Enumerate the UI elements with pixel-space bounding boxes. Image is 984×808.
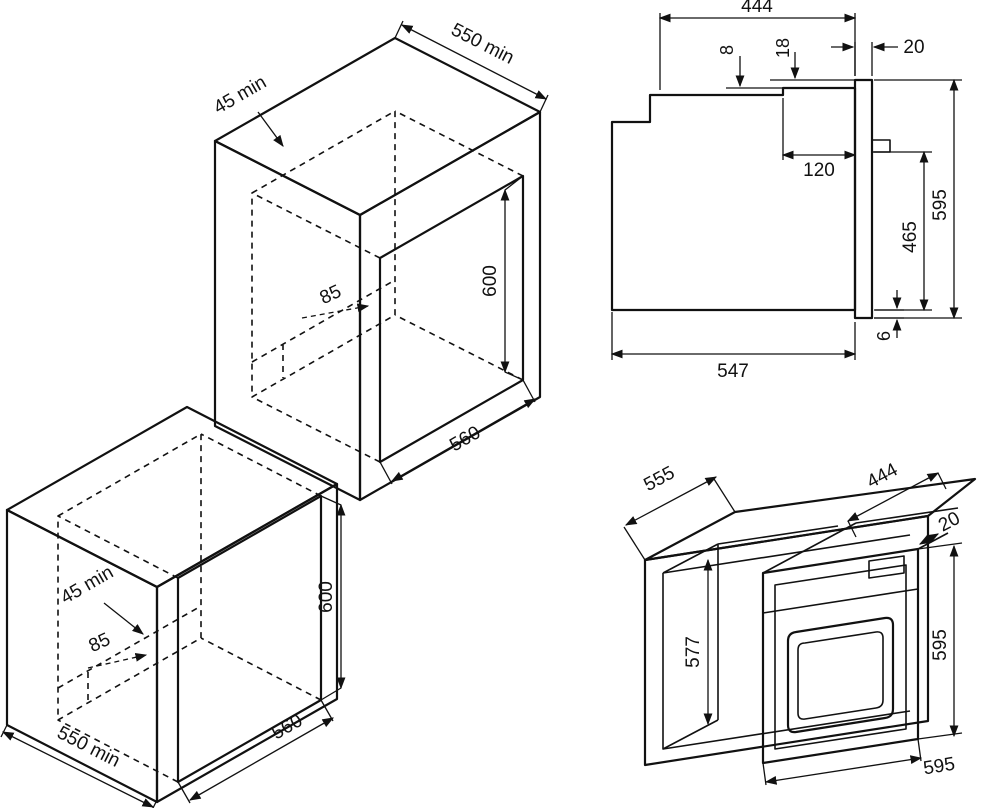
insert-577-label: 577 <box>683 636 704 668</box>
base-width-label: 560 <box>268 710 306 744</box>
insert-cabinet-interior <box>662 525 839 750</box>
insert-555-dim-line <box>624 476 718 526</box>
column-notch-label: 85 <box>317 281 345 309</box>
column-top-face <box>213 36 542 217</box>
side-20-label: 20 <box>903 37 924 58</box>
side-8-label: 8 <box>717 45 737 55</box>
oven-side-view-drawing: 444 8 18 20 120 465 595 547 6 <box>610 0 962 382</box>
oven-insert-view-drawing: 555 444 20 595 577 595 <box>623 459 977 786</box>
base-rear-gap-arrow <box>103 602 144 635</box>
insert-444-dim-line <box>846 472 940 522</box>
column-height-ext-lines <box>504 175 524 381</box>
side-465-label: 465 <box>900 221 921 253</box>
base-height-label: 600 <box>316 581 337 613</box>
insert-oven-display <box>868 555 905 579</box>
side-120-ext-lines <box>782 98 856 160</box>
insert-595h-label: 595 <box>930 629 951 661</box>
side-444-ext-lines <box>659 13 856 90</box>
side-547-ext-lines <box>611 312 856 360</box>
insert-444-label: 444 <box>863 459 901 493</box>
base-niche-opening <box>176 494 323 784</box>
insert-555-label: 555 <box>640 462 678 495</box>
base-worktop-face <box>5 405 339 589</box>
insert-595w-label: 595 <box>922 754 957 780</box>
column-width-label: 560 <box>446 422 484 456</box>
base-height-ext-lines <box>320 495 342 701</box>
insert-oven-window-inner <box>797 631 884 720</box>
oven-mounting-bracket <box>871 139 891 153</box>
insert-20-label: 20 <box>935 508 964 536</box>
column-width-dim-line <box>390 398 537 482</box>
base-front-face <box>155 482 339 804</box>
column-width-ext-lines <box>379 379 536 485</box>
insert-oven-door-inset <box>774 564 907 750</box>
insert-595w-dim-line <box>764 755 923 785</box>
side-444-label: 444 <box>741 0 773 17</box>
insert-20-dim-line <box>918 533 940 545</box>
base-cabinet-drawing: 600 560 550 min 45 min 85 <box>0 405 346 808</box>
base-left-face <box>5 508 159 804</box>
side-6-label: 6 <box>874 331 894 341</box>
base-depth-label: 550 min <box>54 722 124 771</box>
column-depth-label: 550 min <box>448 19 518 68</box>
oven-door-profile <box>853 78 874 320</box>
oven-body-profile <box>610 86 857 312</box>
insert-444-ext-lines <box>847 472 947 538</box>
base-depth-dim-line <box>1 731 155 808</box>
side-547-label: 547 <box>717 361 749 382</box>
column-depth-dim-line <box>400 24 548 100</box>
insert-oven-window-outer <box>786 616 895 734</box>
insert-oven-panel-divider <box>762 588 919 614</box>
base-width-dim-line <box>188 717 335 801</box>
insert-555-ext-lines <box>623 478 736 561</box>
base-notch-label: 85 <box>86 629 114 657</box>
column-rear-gap-arrow <box>257 111 284 147</box>
base-rear-gap-label: 45 min <box>57 562 117 609</box>
side-6-ext-lines <box>874 309 904 319</box>
column-interior-hidden-lines <box>251 110 524 463</box>
column-left-face <box>213 139 362 502</box>
side-20-ext-lines <box>854 42 873 76</box>
column-cabinet-drawing: 550 min 45 min 85 600 560 <box>210 19 549 502</box>
side-18-label: 18 <box>773 38 793 58</box>
insert-cabinet-top-face <box>643 477 977 562</box>
column-height-label: 600 <box>480 265 501 297</box>
side-120-label: 120 <box>803 160 835 181</box>
side-595-label: 595 <box>930 189 951 221</box>
base-notch-arrow <box>87 652 148 669</box>
column-notch-arrow <box>301 303 370 319</box>
column-rear-gap-label: 45 min <box>210 72 270 119</box>
